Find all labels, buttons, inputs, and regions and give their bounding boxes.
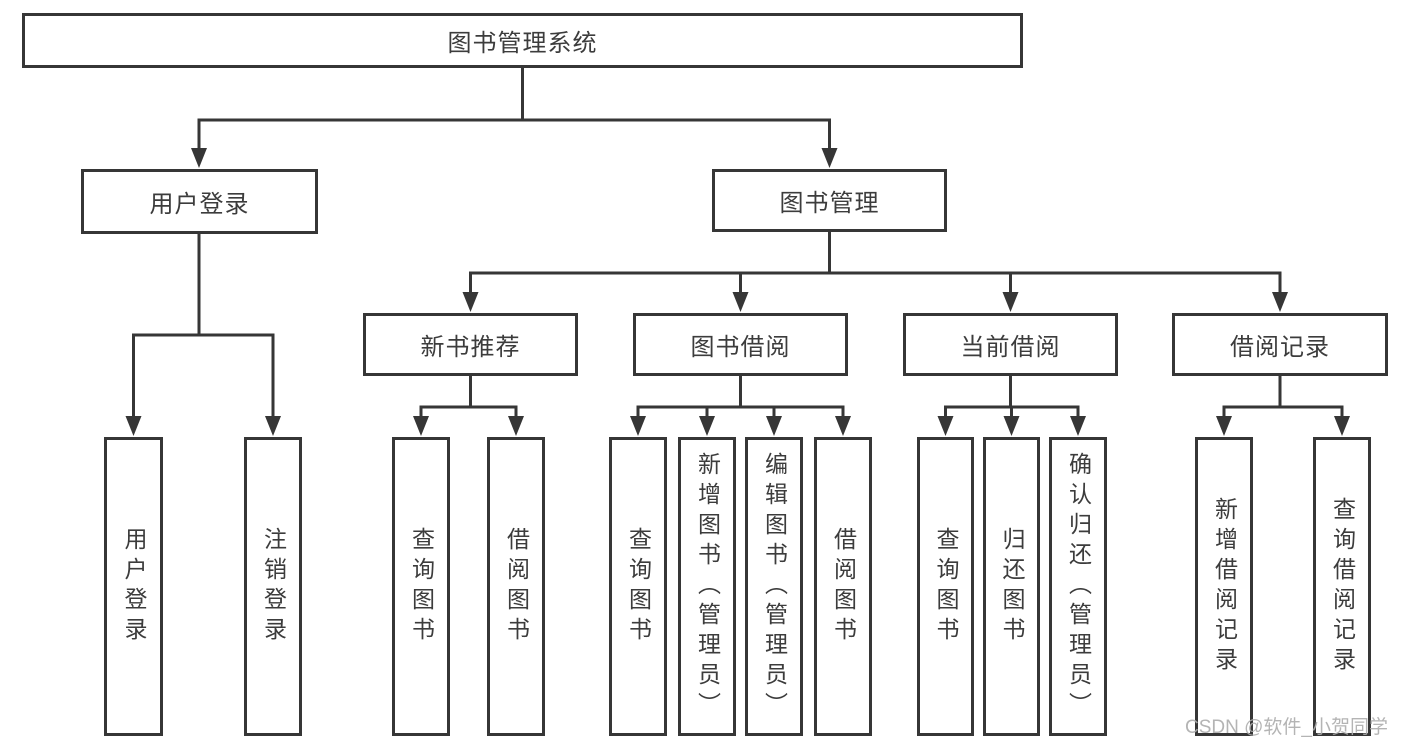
leaf-label: 确认归还（管理员） — [1065, 451, 1092, 722]
leaf-label: 新增图书（管理员） — [694, 451, 721, 722]
leaf-add-book-admin: 新增图书（管理员） — [678, 437, 736, 736]
leaf-user-login: 用户登录 — [104, 437, 163, 736]
node-book-management: 图书管理 — [712, 169, 947, 232]
leaf-label: 编辑图书（管理员） — [761, 451, 788, 722]
node-label: 新书推荐 — [420, 334, 521, 361]
node-label: 图书管理 — [779, 190, 880, 217]
leaf-label: 借阅图书 — [830, 526, 857, 647]
node-current-borrow: 当前借阅 — [903, 313, 1118, 376]
node-user-login: 用户登录 — [81, 169, 318, 234]
leaf-query-book-borrow: 查询图书 — [609, 437, 667, 736]
leaf-label: 用户登录 — [121, 526, 147, 647]
leaf-edit-book-admin: 编辑图书（管理员） — [745, 437, 803, 736]
node-new-book-recommend: 新书推荐 — [363, 313, 578, 376]
node-book-borrow: 图书借阅 — [633, 313, 848, 376]
node-label: 当前借阅 — [960, 334, 1061, 361]
leaf-query-book-recommend: 查询图书 — [392, 437, 450, 736]
leaf-borrow-book: 借阅图书 — [814, 437, 872, 736]
leaf-logout: 注销登录 — [244, 437, 302, 736]
csdn-watermark: CSDN @软件_小贺同学 — [1185, 717, 1388, 738]
leaf-label: 新增借阅记录 — [1211, 496, 1238, 677]
leaf-label: 归还图书 — [999, 526, 1025, 647]
leaf-query-borrow-record: 查询借阅记录 — [1313, 437, 1371, 736]
leaf-label: 查询图书 — [408, 526, 435, 647]
leaf-query-book-current: 查询图书 — [917, 437, 974, 736]
node-label: 用户登录 — [149, 191, 250, 218]
leaf-label: 查询图书 — [625, 526, 652, 647]
leaf-return-book: 归还图书 — [983, 437, 1040, 736]
node-borrow-record: 借阅记录 — [1172, 313, 1388, 376]
leaf-label: 查询图书 — [933, 526, 959, 647]
leaf-add-borrow-record: 新增借阅记录 — [1195, 437, 1253, 736]
leaf-label: 借阅图书 — [503, 526, 530, 647]
node-label: 图书借阅 — [690, 334, 791, 361]
node-library-management-system: 图书管理系统 — [22, 13, 1023, 68]
leaf-confirm-return-admin: 确认归还（管理员） — [1049, 437, 1107, 736]
leaf-label: 注销登录 — [260, 526, 287, 647]
leaf-borrow-book-recommend: 借阅图书 — [487, 437, 545, 736]
leaf-label: 查询借阅记录 — [1329, 496, 1356, 677]
node-label: 借阅记录 — [1230, 334, 1330, 361]
node-label: 图书管理系统 — [447, 30, 598, 57]
